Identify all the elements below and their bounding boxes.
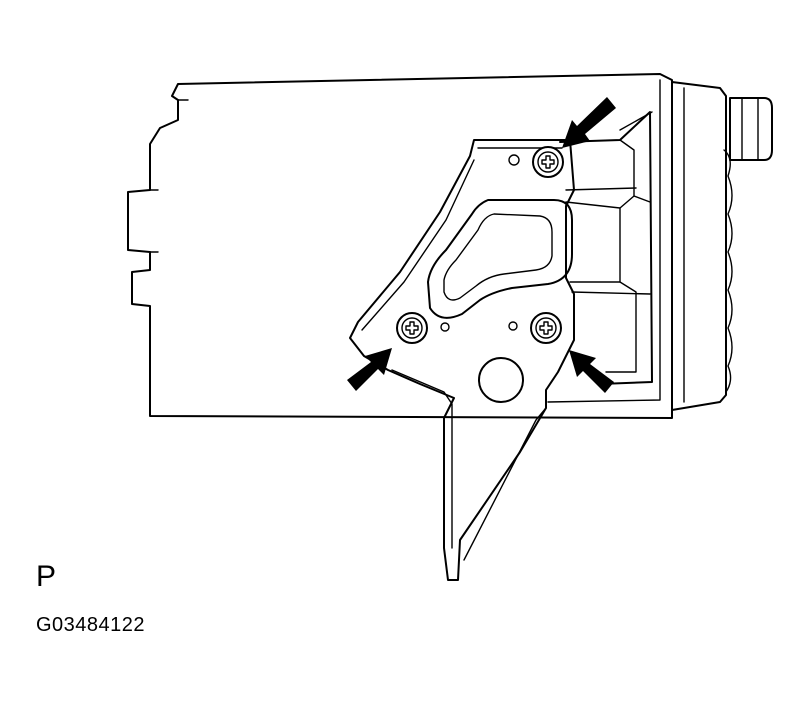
mounting-bracket [349, 139, 575, 581]
bracket-channel [559, 111, 653, 385]
main-housing [127, 73, 673, 419]
arrow-icon [562, 97, 616, 148]
arrow-icon [569, 350, 614, 393]
screw-icon [530, 312, 562, 344]
figure-code: G03484122 [36, 614, 146, 636]
right-housing [671, 81, 773, 411]
screw-icon [396, 312, 428, 344]
screw-icon [532, 146, 564, 178]
arrow-icon [347, 348, 392, 391]
view-letter: P [36, 560, 57, 593]
